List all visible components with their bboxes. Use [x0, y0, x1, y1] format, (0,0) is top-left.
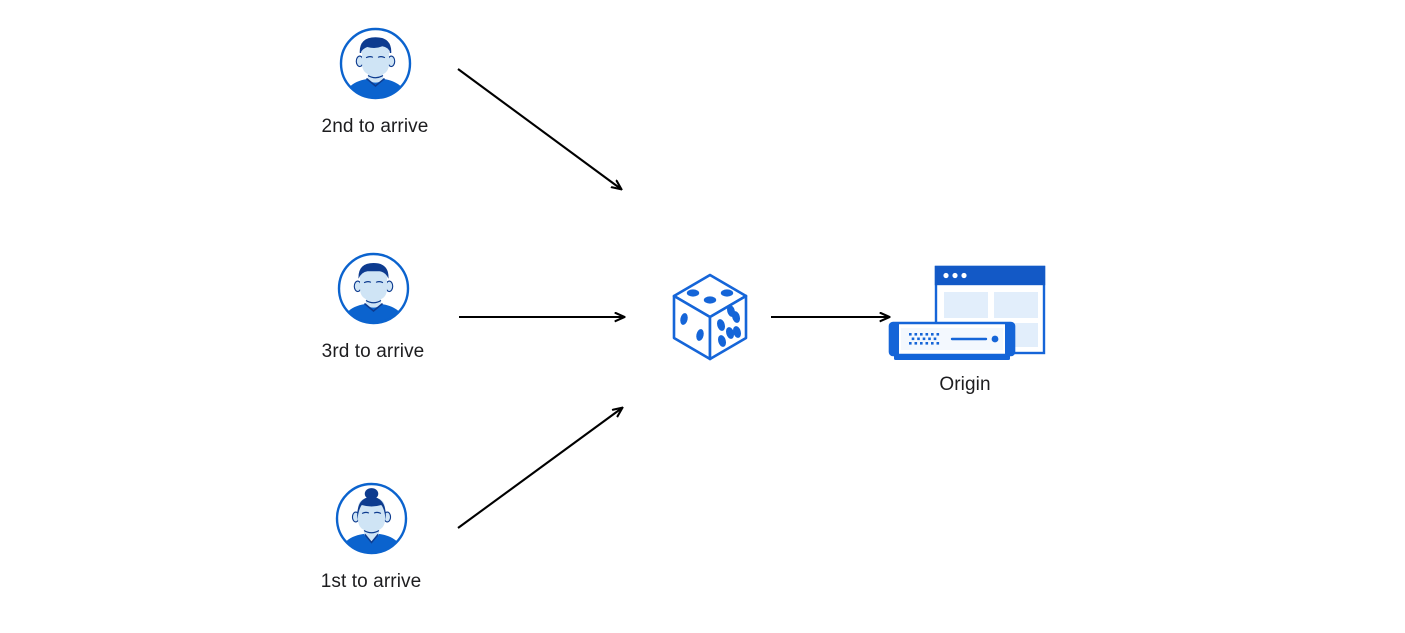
router-device-icon	[888, 321, 1016, 360]
origin-wrap	[888, 257, 1046, 360]
arrow-2nd-to-dice	[457, 68, 621, 189]
client-node-2nd: 2nd to arrive	[295, 26, 455, 139]
avatar	[336, 251, 411, 326]
origin-node: Origin	[865, 257, 1065, 397]
client-label-3rd: 3rd to arrive	[321, 341, 425, 362]
client-label-1st: 1st to arrive	[320, 571, 422, 592]
avatar-male-short-hair-icon	[339, 27, 411, 100]
avatar	[334, 481, 409, 556]
avatar-male-short-hair-icon	[337, 252, 409, 325]
client-node-3rd: 3rd to arrive	[293, 251, 453, 364]
origin-server-icon	[888, 265, 1046, 360]
randomizer-node	[650, 267, 770, 367]
client-label-2nd: 2nd to arrive	[321, 116, 429, 137]
dice-wrap	[660, 267, 760, 367]
origin-label: Origin	[939, 374, 991, 395]
avatar-female-bun-icon	[335, 482, 407, 555]
dice-icon	[672, 273, 748, 361]
avatar	[338, 26, 413, 101]
arrow-1st-to-dice	[457, 408, 622, 529]
client-node-1st: 1st to arrive	[291, 481, 451, 594]
